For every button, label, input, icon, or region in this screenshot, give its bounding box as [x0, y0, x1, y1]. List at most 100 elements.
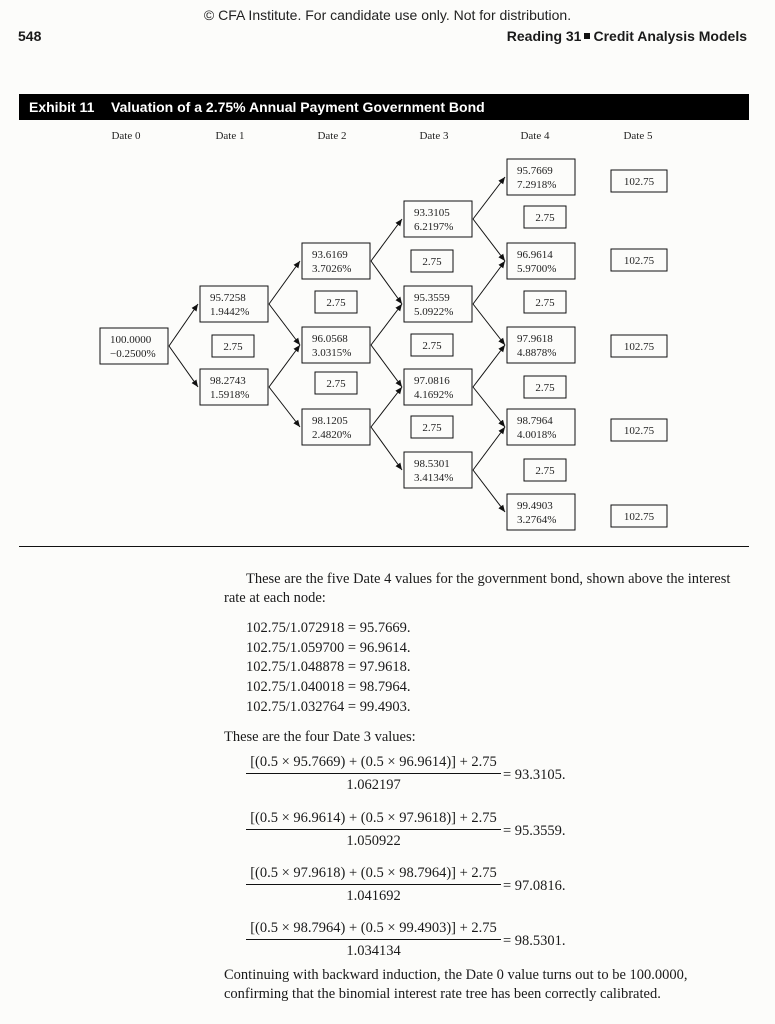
- final-value: 102.75: [624, 255, 655, 267]
- tree-edge-arrow: [370, 426, 403, 471]
- tree-edge-arrow: [472, 260, 506, 305]
- coupon-value: 2.75: [535, 212, 555, 224]
- date4-equation: 102.75/1.032764 = 99.4903.: [246, 699, 411, 715]
- tree-edge-arrow: [370, 218, 403, 262]
- exhibit-bottom-rule: [19, 546, 749, 547]
- node-rate: 1.9442%: [210, 306, 249, 318]
- final-rect: [610, 248, 668, 272]
- date-label: Date 3: [419, 130, 449, 142]
- node-rate: 2.4820%: [312, 429, 351, 441]
- exhibit-title-bar: Exhibit 11 Valuation of a 2.75% Annual P…: [19, 94, 749, 120]
- node-box: [301, 242, 371, 280]
- tree-node: 98.7964 4.0018%: [506, 408, 576, 446]
- coupon-rect: [211, 334, 255, 358]
- final-value: 102.75: [624, 341, 655, 353]
- node-box: [506, 493, 576, 531]
- fraction-denominator: 1.062197: [346, 777, 401, 793]
- node-value: 98.7964: [517, 415, 553, 427]
- node-box: [99, 327, 169, 365]
- node-rate: 4.0018%: [517, 429, 556, 441]
- coupon-box: 2.75: [314, 290, 358, 314]
- coupon-box: 2.75: [523, 375, 567, 399]
- coupon-rect: [523, 290, 567, 314]
- coupon-value: 2.75: [422, 422, 442, 434]
- node-box: [506, 326, 576, 364]
- coupon-rect: [314, 290, 358, 314]
- date3-intro: These are the four Date 3 values:: [224, 729, 416, 745]
- coupon-box: 2.75: [314, 371, 358, 395]
- fraction-numerator: [(0.5 × 96.9614) + (0.5 × 97.9618)] + 2.…: [246, 810, 501, 830]
- date4-equation: 102.75/1.048878 = 97.9618.: [246, 659, 411, 675]
- coupon-box: 2.75: [523, 458, 567, 482]
- final-value: 102.75: [624, 511, 655, 523]
- node-box: [506, 408, 576, 446]
- tree-edge-arrow: [370, 386, 403, 428]
- reading-number: Reading 31: [506, 28, 582, 44]
- node-value: 93.3105: [414, 207, 450, 219]
- conclusion-paragraph: Continuing with backward induction, the …: [224, 967, 688, 1002]
- tree-edge-arrow: [370, 260, 403, 305]
- node-box: [403, 368, 473, 406]
- node-value: 97.9618: [517, 333, 553, 345]
- node-value: 98.2743: [210, 375, 246, 387]
- date-label: Date 0: [111, 130, 141, 142]
- coupon-box: 2.75: [523, 290, 567, 314]
- node-value: 95.7669: [517, 165, 553, 177]
- coupon-rect: [410, 333, 454, 357]
- date3-fraction: [(0.5 × 96.9614) + (0.5 × 97.9618)] + 2.…: [246, 810, 566, 850]
- node-rate: 1.5918%: [210, 389, 249, 401]
- tree-edge-arrow: [472, 218, 506, 262]
- tree-edge-arrow: [472, 426, 506, 471]
- tree-node: 99.4903 3.2764%: [506, 493, 576, 531]
- coupon-value: 2.75: [326, 297, 346, 309]
- date-label: Date 5: [623, 130, 653, 142]
- tree-node: 98.2743 1.5918%: [199, 368, 269, 406]
- page-number: 548: [18, 28, 42, 44]
- coupon-value: 2.75: [326, 378, 346, 390]
- fraction-numerator: [(0.5 × 97.9618) + (0.5 × 98.7964)] + 2.…: [246, 865, 501, 885]
- date4-equation: 102.75/1.040018 = 98.7964.: [246, 679, 411, 695]
- tree-edge-arrow: [472, 469, 506, 513]
- final-rect: [610, 418, 668, 442]
- fraction-result: = 97.0816.: [503, 878, 566, 894]
- fraction-numerator: [(0.5 × 95.7669) + (0.5 × 96.9614)] + 2.…: [246, 754, 501, 774]
- node-rate: 3.2764%: [517, 514, 556, 526]
- node-box: [403, 285, 473, 323]
- date4-equation: 102.75/1.059700 = 96.9614.: [246, 640, 411, 656]
- coupon-value: 2.75: [535, 297, 555, 309]
- node-value: 99.4903: [517, 500, 553, 512]
- final-cashflow-box: 102.75: [610, 334, 668, 358]
- node-box: [506, 242, 576, 280]
- tree-edge-arrow: [168, 303, 199, 347]
- final-rect: [610, 334, 668, 358]
- coupon-rect: [410, 249, 454, 273]
- fraction-denominator: 1.041692: [346, 888, 401, 904]
- fraction-denominator: 1.034134: [346, 943, 401, 959]
- final-cashflow-box: 102.75: [610, 504, 668, 528]
- date-label: Date 2: [317, 130, 346, 142]
- node-rate: 3.4134%: [414, 472, 453, 484]
- coupon-rect: [523, 375, 567, 399]
- node-rate: 5.9700%: [517, 263, 556, 275]
- node-box: [199, 285, 269, 323]
- coupon-rect: [314, 371, 358, 395]
- coupon-box: 2.75: [410, 333, 454, 357]
- coupon-rect: [523, 458, 567, 482]
- tree-edge-arrow: [168, 345, 199, 388]
- fraction-result: = 98.5301.: [503, 933, 566, 949]
- date-label: Date 1: [215, 130, 244, 142]
- final-value: 102.75: [624, 425, 655, 437]
- node-rate: 6.2197%: [414, 221, 453, 233]
- node-box: [403, 200, 473, 238]
- coupon-box: 2.75: [523, 205, 567, 229]
- tree-edge-arrow: [370, 303, 403, 346]
- node-box: [199, 368, 269, 406]
